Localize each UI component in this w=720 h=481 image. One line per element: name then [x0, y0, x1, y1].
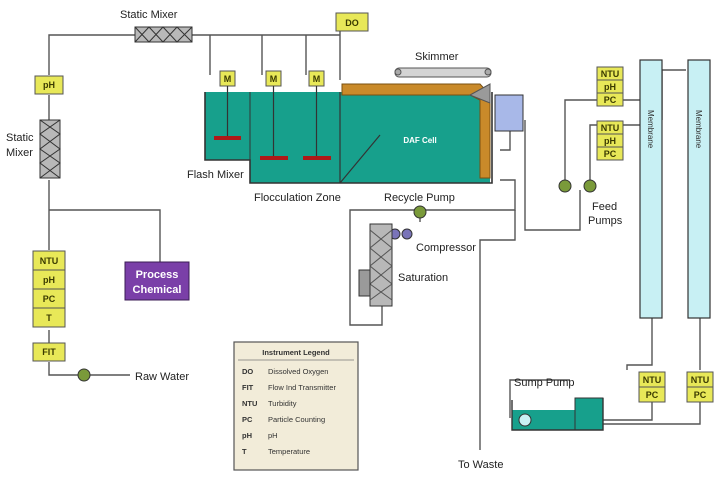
process-chemical-text-2: Chemical	[133, 284, 182, 296]
raw-water-label: Raw Water	[135, 371, 189, 383]
stack-left-ntu: NTU	[40, 256, 59, 266]
membrane-1: Membrane	[639, 59, 663, 319]
membrane-2-label: Membrane	[694, 110, 703, 149]
flash-mixer: M	[214, 70, 241, 140]
do-box: DO	[335, 12, 369, 32]
instrument-stack-bottom-2: NTU PC	[686, 371, 714, 403]
static-mixer-left	[39, 119, 61, 179]
recycle-pump-icon	[413, 205, 427, 219]
stack-m1-pc: PC	[604, 95, 617, 105]
instrument-stack-bottom-1: NTU PC	[638, 371, 666, 403]
feed-pumps-label-1: Feed	[592, 201, 617, 213]
legend-code: pH	[242, 431, 252, 440]
stack-b1-pc: PC	[646, 390, 659, 400]
static-mixer-top	[134, 26, 193, 43]
process-chemical-text-1: Process	[136, 269, 179, 281]
stack-b2-ntu: NTU	[691, 375, 710, 385]
process-chemical-box: Process Chemical	[124, 261, 190, 301]
stack-left-t: T	[46, 313, 52, 323]
legend-meaning: Dissolved Oxygen	[268, 367, 328, 376]
stack-m1-ph: pH	[604, 82, 616, 92]
static-mixer-left-label-1: Static	[6, 132, 34, 144]
saturation-vessel	[358, 223, 393, 307]
legend-title: Instrument Legend	[262, 348, 330, 357]
membrane-1-label: Membrane	[646, 110, 655, 149]
fit-text: FIT	[42, 347, 56, 357]
stack-left-pc: PC	[43, 294, 56, 304]
tank: DAF Cell	[204, 83, 493, 184]
ph-box-top-text: pH	[43, 80, 55, 90]
do-text: DO	[345, 18, 359, 28]
raw-water-pump-icon	[77, 368, 91, 382]
static-mixer-left-label-2: Mixer	[6, 147, 33, 159]
flocculation-zone-label: Flocculation Zone	[254, 192, 341, 204]
flocculator-1-motor-text: M	[270, 74, 278, 84]
skimmer-icon	[394, 67, 492, 78]
flocculator-1: M	[260, 70, 288, 160]
legend-meaning: Flow Ind Transmitter	[268, 383, 336, 392]
instrument-stack-membrane-1: NTU pH PC	[596, 66, 624, 107]
sump-pump-label: Sump Pump	[514, 377, 575, 389]
legend-code: DO	[242, 367, 253, 376]
stack-m1-ntu: NTU	[601, 69, 620, 79]
ph-box-top: pH	[34, 75, 64, 95]
compressor-label: Compressor	[416, 242, 476, 254]
flash-mixer-motor-text: M	[224, 74, 232, 84]
stack-m2-ph: pH	[604, 136, 616, 146]
stack-m2-ntu: NTU	[601, 123, 620, 133]
legend-meaning: pH	[268, 431, 278, 440]
sump-pump-icon	[518, 413, 532, 427]
clearwell-box	[494, 94, 524, 132]
feed-pump-2-icon	[583, 179, 597, 193]
legend-meaning: Temperature	[268, 447, 310, 456]
static-mixer-top-label: Static Mixer	[120, 9, 178, 21]
legend-meaning: Turbidity	[268, 399, 297, 408]
stack-b1-ntu: NTU	[643, 375, 662, 385]
stack-b2-pc: PC	[694, 390, 707, 400]
recycle-pump-label: Recycle Pump	[384, 192, 455, 204]
flash-mixer-label: Flash Mixer	[187, 169, 244, 181]
stack-m2-pc: PC	[604, 149, 617, 159]
instrument-stack-membrane-2: NTU pH PC	[596, 120, 624, 161]
fit-box: FIT	[32, 342, 66, 362]
flocculator-2: M	[303, 70, 331, 160]
feed-pumps-label-2: Pumps	[588, 215, 623, 227]
to-waste-label: To Waste	[458, 459, 503, 471]
skimmer-label: Skimmer	[415, 51, 459, 63]
flocculator-2-motor-text: M	[313, 74, 321, 84]
feed-pump-1-icon	[558, 179, 572, 193]
legend-code: FIT	[242, 383, 254, 392]
daf-cell-label: DAF Cell	[403, 136, 436, 145]
stack-left-ph: pH	[43, 275, 55, 285]
saturation-label: Saturation	[398, 272, 448, 284]
legend-code: PC	[242, 415, 253, 424]
legend-code: T	[242, 447, 247, 456]
instrument-stack-left: NTU pH PC T	[32, 250, 66, 328]
legend-code: NTU	[242, 399, 257, 408]
sump-tank	[511, 397, 604, 431]
legend-meaning: Particle Counting	[268, 415, 325, 424]
membrane-2: Membrane	[687, 59, 711, 319]
